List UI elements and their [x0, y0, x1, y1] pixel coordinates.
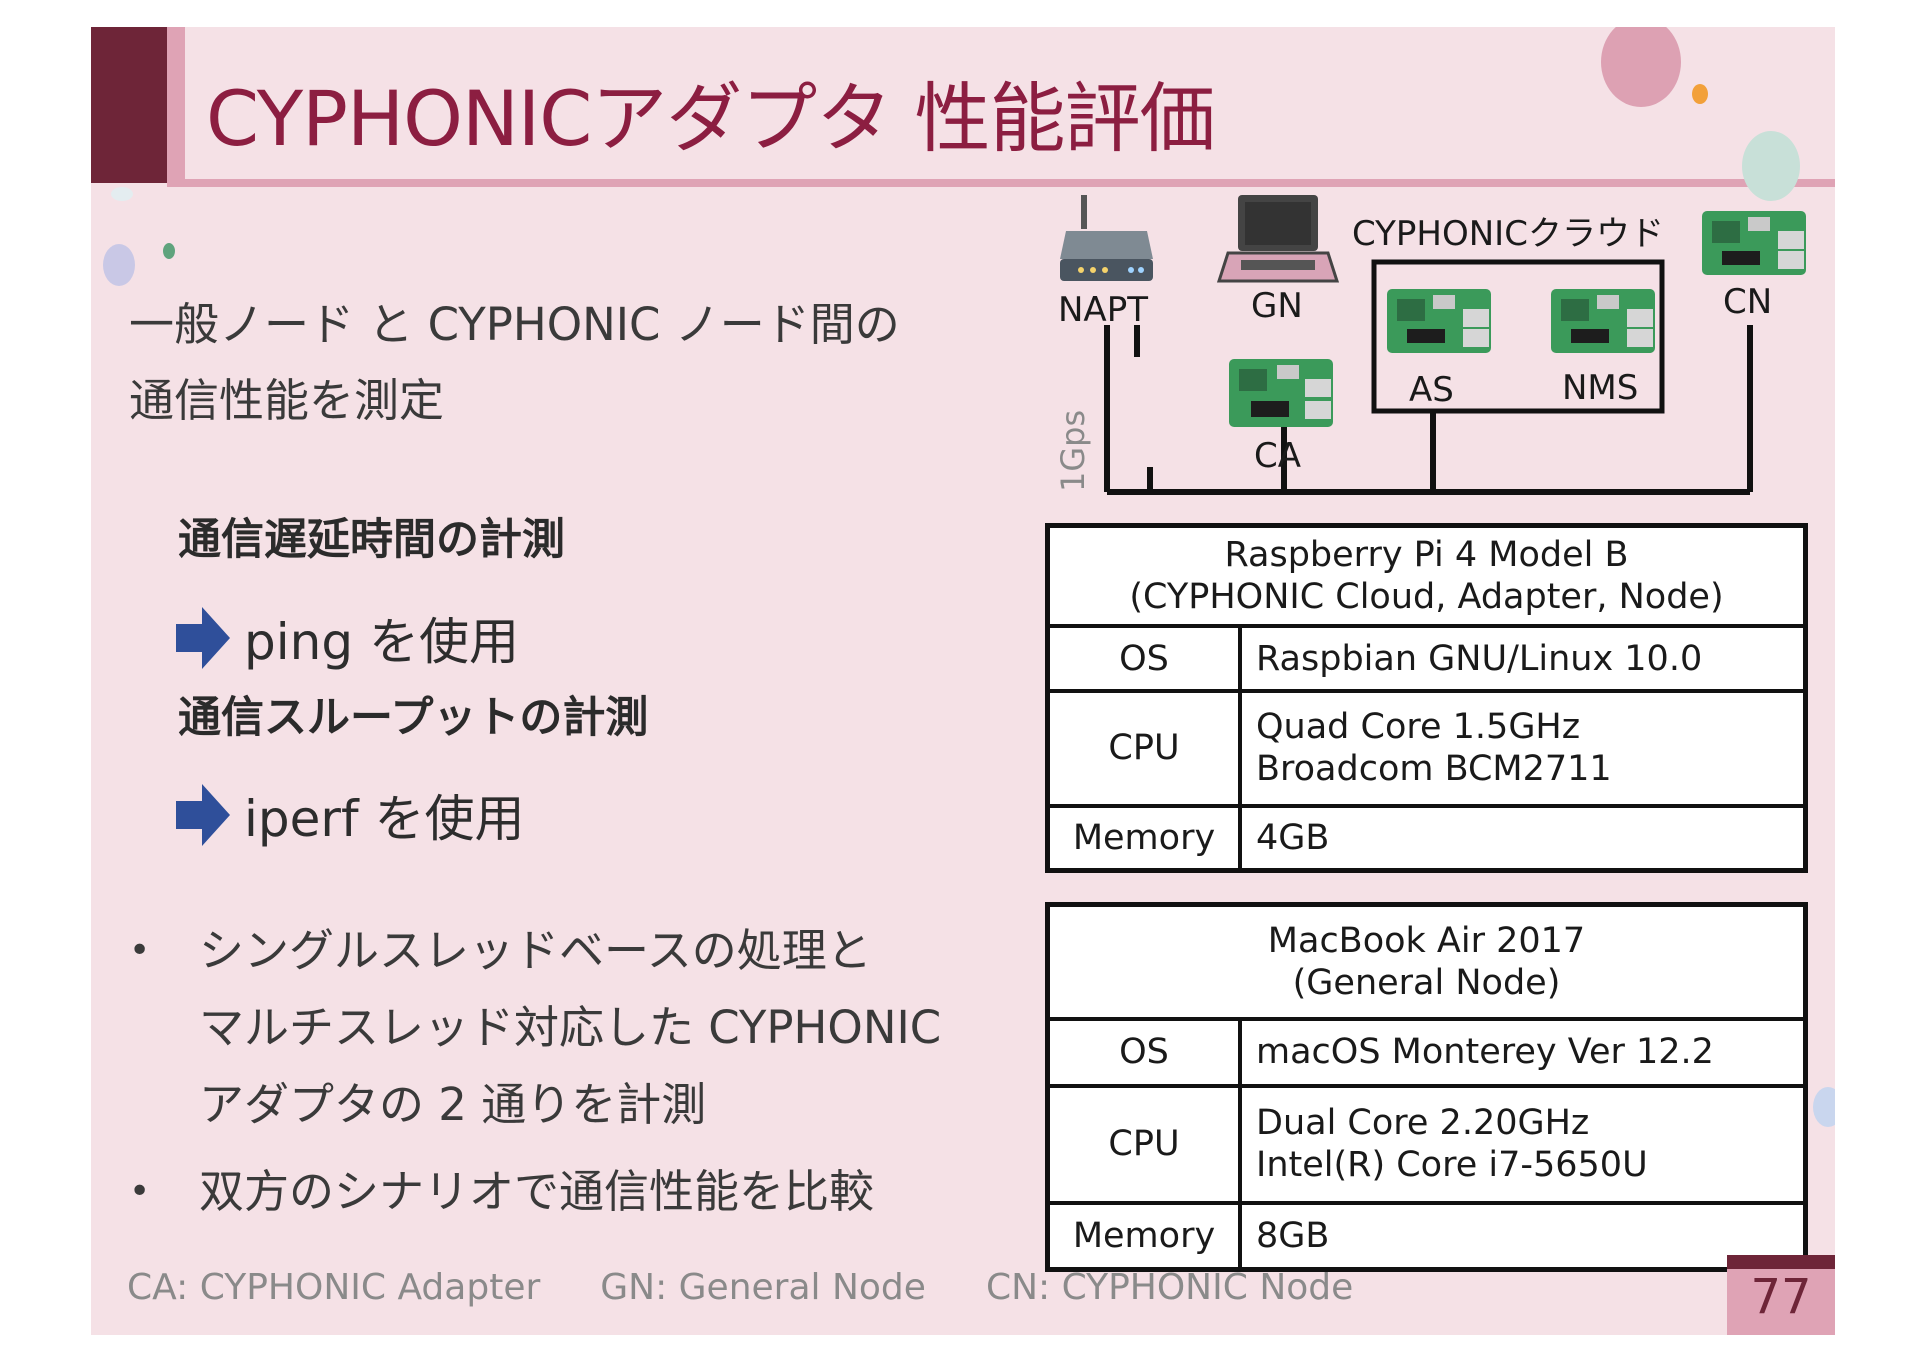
intro-line: 一般ノード と CYPHONIC ノード間の — [129, 298, 900, 351]
table-row: CPU Quad Core 1.5GHz Broadcom BCM2711 — [1045, 688, 1808, 808]
nms-label: NMS — [1562, 368, 1638, 408]
latency-heading: 通信遅延時間の計測 — [178, 515, 565, 565]
slide: CYPHONICアダプタ 性能評価 一般ノード と CYPHONIC ノード間の… — [91, 27, 1835, 1335]
cyphonic-cloud-label: CYPHONICクラウド — [1352, 214, 1664, 254]
slide-title: CYPHONICアダプタ 性能評価 — [206, 74, 1215, 163]
link-speed-label: 1Gps — [1054, 410, 1092, 492]
throughput-heading: 通信スループットの計測 — [178, 693, 649, 743]
ca-label: CA — [1254, 436, 1301, 476]
table-header-line: MacBook Air 2017 — [1267, 920, 1586, 961]
spec-key: CPU — [1045, 1083, 1242, 1205]
router-icon — [1060, 195, 1153, 281]
bullet-marker: • — [129, 930, 151, 971]
table-row: CPU Dual Core 2.20GHz Intel(R) Core i7-5… — [1045, 1083, 1808, 1205]
spec-key: CPU — [1045, 688, 1242, 808]
spec-key: OS — [1045, 624, 1242, 693]
spec-value: 4GB — [1238, 803, 1808, 873]
footer-gn: GN: General Node — [600, 1267, 926, 1308]
bullet-line: マルチスレッド対応した CYPHONIC — [199, 1001, 942, 1054]
intro-text: 一般ノード と CYPHONIC ノード間の 通信性能を測定 — [129, 287, 900, 439]
header-accent-dark — [91, 27, 167, 183]
page-number-accent — [1727, 1255, 1835, 1269]
spec-key: Memory — [1045, 1200, 1242, 1272]
spec-key: OS — [1045, 1016, 1242, 1088]
spec-value: Dual Core 2.20GHz Intel(R) Core i7-5650U — [1238, 1083, 1808, 1205]
decor-dot — [163, 243, 175, 259]
bullet-list: • シングルスレッドベースの処理と マルチスレッド対応した CYPHONIC ア… — [129, 912, 941, 1230]
laptop-icon — [1216, 195, 1340, 283]
raspberry-pi-icon — [1702, 211, 1806, 275]
raspberry-pi-icon — [1551, 289, 1655, 353]
cn-label: CN — [1723, 282, 1772, 322]
latency-tool: ping を使用 — [176, 602, 519, 674]
bullet-item: • シングルスレッドベースの処理と マルチスレッド対応した CYPHONIC ア… — [129, 912, 941, 1143]
bullet-item: • 双方のシナリオで通信性能を比較 — [129, 1153, 941, 1230]
network-diagram: CYPHONICクラウド NAPT GN — [1054, 195, 1806, 495]
raspberry-pi-icon — [1387, 289, 1491, 353]
spec-value: 8GB — [1238, 1200, 1808, 1272]
table-header-line: Raspberry Pi 4 Model B — [1224, 535, 1629, 576]
footer-legend: CA: CYPHONIC Adapter GN: General Node CN… — [127, 1267, 1353, 1308]
spec-value: Quad Core 1.5GHz Broadcom BCM2711 — [1238, 688, 1808, 808]
throughput-tool-text: iperf を使用 — [244, 790, 525, 848]
page-number-box: 77 — [1727, 1255, 1835, 1335]
right-arrow-icon — [176, 784, 230, 846]
header-accent-light — [167, 27, 185, 183]
table-header-line: (CYPHONIC Cloud, Adapter, Node) — [1129, 577, 1724, 618]
intro-line: 通信性能を測定 — [129, 374, 445, 427]
table-header: Raspberry Pi 4 Model B (CYPHONIC Cloud, … — [1045, 523, 1808, 629]
decor-dot — [1742, 131, 1800, 201]
table-row: OS Raspbian GNU/Linux 10.0 — [1045, 624, 1808, 693]
footer-ca: CA: CYPHONIC Adapter — [127, 1267, 541, 1308]
header-underline — [167, 179, 1835, 187]
raspberry-pi-spec-table: Raspberry Pi 4 Model B (CYPHONIC Cloud, … — [1045, 523, 1808, 873]
gn-label: GN — [1251, 286, 1303, 326]
napt-label: NAPT — [1058, 290, 1148, 330]
latency-tool-text: ping を使用 — [244, 613, 519, 671]
spec-key: Memory — [1045, 803, 1242, 873]
table-row: OS macOS Monterey Ver 12.2 — [1045, 1016, 1808, 1088]
bullet-line: シングルスレッドベースの処理と — [199, 924, 872, 977]
decor-dot — [1692, 84, 1708, 104]
right-arrow-icon — [176, 607, 230, 669]
bullet-marker: • — [129, 1171, 151, 1212]
bullet-line: 双方のシナリオで通信性能を比較 — [199, 1165, 875, 1218]
decor-dot — [103, 244, 135, 286]
page-number: 77 — [1750, 1269, 1812, 1325]
raspberry-pi-icon — [1229, 359, 1333, 427]
cyphonic-cloud-box — [1371, 259, 1665, 414]
decor-dot — [111, 187, 133, 201]
bullet-line: アダプタの 2 通りを計測 — [199, 1078, 707, 1131]
table-row: Memory 8GB — [1045, 1200, 1808, 1272]
decor-dot — [1813, 1087, 1835, 1127]
macbook-spec-table: MacBook Air 2017 (General Node) OS macOS… — [1045, 902, 1808, 1272]
throughput-tool: iperf を使用 — [176, 779, 524, 851]
table-header: MacBook Air 2017 (General Node) — [1045, 902, 1808, 1021]
table-header-line: (General Node) — [1292, 962, 1561, 1003]
decor-dot — [1601, 27, 1681, 107]
spec-value: macOS Monterey Ver 12.2 — [1238, 1016, 1808, 1088]
spec-value: Raspbian GNU/Linux 10.0 — [1238, 624, 1808, 693]
as-label: AS — [1409, 370, 1454, 410]
table-row: Memory 4GB — [1045, 803, 1808, 873]
footer-cn: CN: CYPHONIC Node — [985, 1267, 1354, 1308]
